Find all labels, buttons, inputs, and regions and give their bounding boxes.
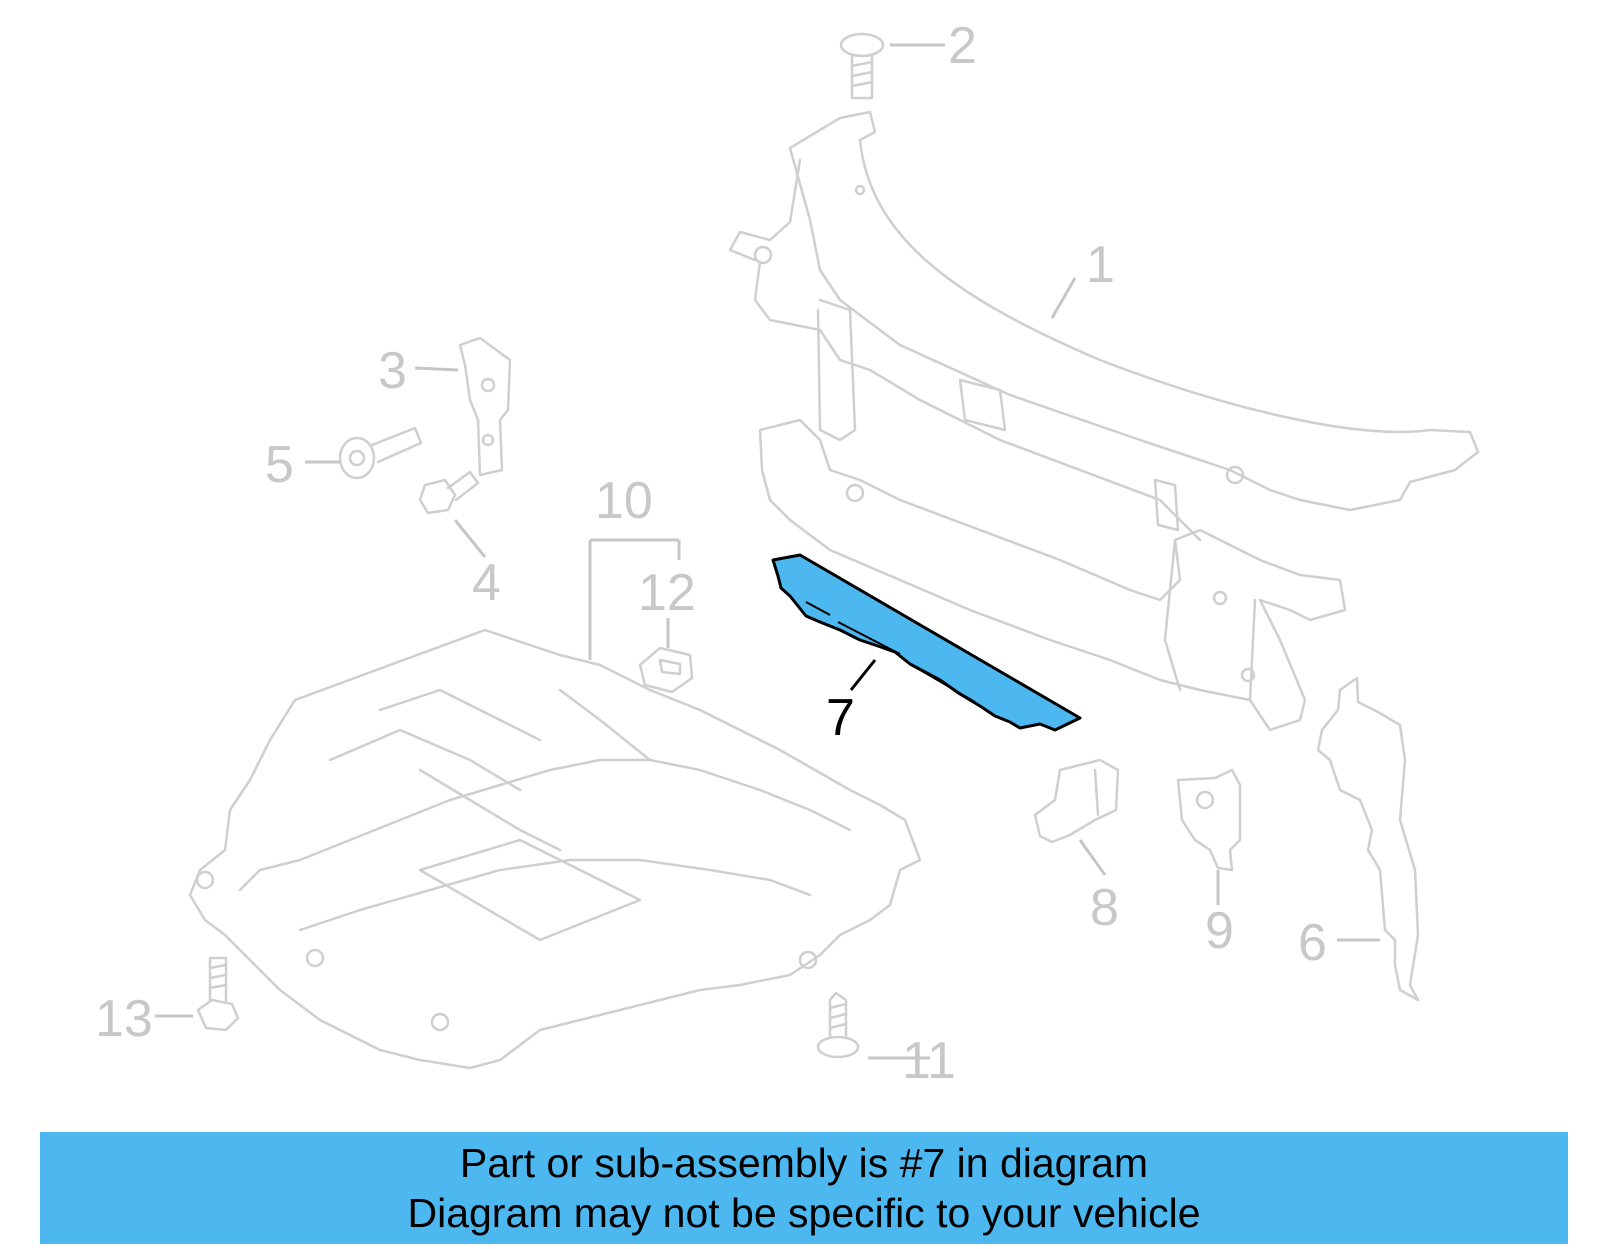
callout-7: 7 <box>826 689 855 747</box>
part-12-nut <box>638 646 694 694</box>
callout-labels: 1 2 3 4 5 6 7 8 9 10 11 12 13 <box>95 17 1327 1090</box>
part-6-deflector <box>1316 676 1420 1002</box>
callout-10: 10 <box>595 472 653 530</box>
callout-5: 5 <box>265 436 294 494</box>
part-10-undertray <box>188 628 922 1070</box>
parts-diagram: 1 2 3 4 5 6 7 8 9 10 11 12 13 <box>95 17 1480 1090</box>
part-4-bolt <box>418 470 480 515</box>
part-11-screw <box>816 991 860 1059</box>
part-3-bracket <box>458 336 512 477</box>
callout-6: 6 <box>1298 914 1327 972</box>
part-5-bolt <box>338 426 423 480</box>
part-9-bracket <box>1176 768 1242 872</box>
part-8-bracket <box>1033 758 1120 844</box>
part-7-air-deflector <box>771 553 1082 732</box>
banner-line-part-number: Part or sub-assembly is #7 in diagram <box>459 1140 1149 1186</box>
callout-2: 2 <box>948 17 977 75</box>
callout-4: 4 <box>472 554 501 612</box>
callout-3: 3 <box>378 342 407 400</box>
callout-13: 13 <box>95 990 153 1048</box>
leader-lines <box>155 43 1380 1060</box>
part-13-bolt <box>196 956 240 1032</box>
callout-9: 9 <box>1205 902 1234 960</box>
callout-8: 8 <box>1090 879 1119 937</box>
callout-11: 11 <box>902 1032 956 1090</box>
callout-1: 1 <box>1086 236 1115 294</box>
banner-line-disclaimer: Diagram may not be specific to your vehi… <box>407 1190 1201 1236</box>
part-1-radiator-support <box>728 110 1480 732</box>
info-banner: Part or sub-assembly is #7 in diagram Di… <box>40 1132 1568 1244</box>
part-2-bolt <box>839 32 885 100</box>
callout-12: 12 <box>638 564 696 622</box>
